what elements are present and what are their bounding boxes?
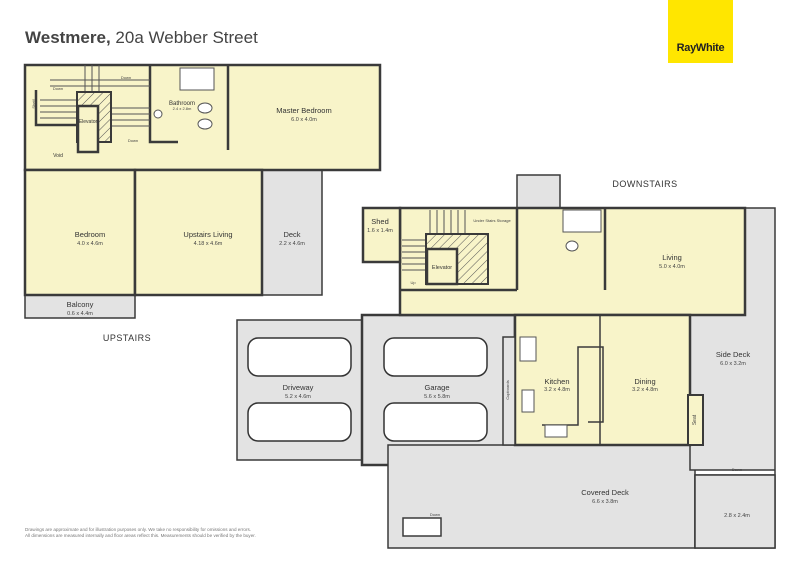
- elevator-label: Elevator: [79, 119, 98, 125]
- side-deck-size: 6.0 x 3.2m: [720, 361, 746, 367]
- disclaimer-line: Drawings are approximate and for illustr…: [25, 527, 252, 532]
- living-label: Living: [662, 253, 682, 262]
- upstairs-heading: UPSTAIRS: [103, 333, 151, 343]
- bathroom-label: Bathroom: [169, 101, 195, 107]
- void-label: Void: [53, 153, 63, 159]
- stairs-down-label: Down: [121, 75, 131, 80]
- cupboards: [502, 336, 516, 446]
- cars: [247, 337, 488, 442]
- under-stairs-label: Under Stairs Storage: [473, 218, 511, 223]
- shed-size: 1.6 x 1.4m: [367, 228, 393, 234]
- shed-label: Shed: [371, 217, 389, 226]
- upstairs-plan: Master Bedroom 6.0 x 4.0m Bathroom 2.4 x…: [23, 63, 382, 343]
- driveway-size: 5.2 x 4.6m: [285, 394, 311, 400]
- living-size: 5.0 x 4.0m: [659, 264, 685, 270]
- kitchen-label: Kitchen: [544, 377, 569, 386]
- garage-size: 5.6 x 5.8m: [424, 394, 450, 400]
- small-deck: [694, 474, 776, 549]
- seat: [687, 394, 704, 446]
- disclaimer-line: All dimensions are measured internally a…: [25, 533, 256, 538]
- covered-deck-label: Covered Deck: [581, 488, 629, 497]
- logo-text: RayWhite: [676, 42, 725, 54]
- sink-icon: [544, 424, 568, 438]
- stairs-up-label: Up: [410, 280, 416, 285]
- shower-icon: [562, 209, 602, 233]
- page-title: Westmere, 20a Webber Street: [25, 28, 258, 48]
- kitchen-island: [542, 346, 604, 426]
- title-suburb: Westmere,: [25, 28, 111, 47]
- shed: [361, 206, 402, 264]
- downstairs-plan: DOWNSTAIRS: [236, 174, 776, 549]
- side-deck-label: Side Deck: [716, 350, 750, 359]
- stairs-down-label: Down: [128, 138, 138, 143]
- deck-label: Deck: [283, 230, 300, 239]
- downstairs-heading: DOWNSTAIRS: [612, 179, 677, 189]
- cupboards-label: Cupboards: [505, 380, 510, 400]
- downstairs-stairs: [402, 210, 466, 271]
- seat-label: Seat: [692, 414, 698, 425]
- balcony-label: Balcony: [67, 300, 94, 309]
- upstairs-elevator: [76, 104, 100, 154]
- small-deck-size: 2.8 x 2.4m: [724, 513, 750, 519]
- upstairs-living-size: 4.18 x 4.6m: [194, 241, 223, 247]
- master-bedroom-label: Master Bedroom: [276, 106, 331, 115]
- stair-wall: [34, 90, 78, 127]
- raywhite-logo: RayWhite: [668, 0, 733, 63]
- front-steps: [402, 517, 442, 537]
- bathroom-size: 2.4 x 2.8m: [173, 106, 192, 111]
- downstairs-elevator: [425, 247, 459, 286]
- cooktop-icon: [521, 389, 535, 413]
- covered-deck-size: 6.6 x 3.8m: [592, 499, 618, 505]
- basin-icon: [153, 109, 163, 119]
- upstairs-living-label: Upstairs Living: [183, 230, 232, 239]
- bedroom-size: 4.0 x 4.6m: [77, 241, 103, 247]
- balcony-size: 0.6 x 4.4m: [67, 311, 93, 317]
- title-address: 20a Webber Street: [115, 28, 258, 47]
- stairs-down-label: Down: [732, 467, 742, 472]
- deck-size: 2.2 x 4.6m: [279, 241, 305, 247]
- garage-label: Garage: [424, 383, 449, 392]
- upstairs-living: [133, 168, 264, 297]
- master-bedroom-size: 6.0 x 4.0m: [291, 117, 317, 123]
- stairs-down-label: Down: [53, 86, 63, 91]
- fridge-icon: [519, 336, 537, 362]
- bathroom-wall: [148, 65, 178, 144]
- disclaimer: Drawings are approximate and for illustr…: [25, 527, 256, 539]
- toilet-icon: [197, 102, 213, 114]
- stairs-down-label: Down: [430, 512, 440, 517]
- toilet-icon: [565, 240, 579, 252]
- kitchen-size: 3.2 x 4.8m: [544, 387, 570, 393]
- shelf-label: Shelf: [31, 99, 36, 109]
- shower-icon: [179, 67, 215, 91]
- upstairs-stairs: [40, 65, 150, 127]
- toilet-icon: [197, 118, 213, 130]
- driveway-label: Driveway: [283, 383, 314, 392]
- dining-size: 3.2 x 4.8m: [632, 387, 658, 393]
- elevator-label: Elevator: [432, 265, 452, 271]
- bedroom-label: Bedroom: [75, 230, 105, 239]
- dining-label: Dining: [634, 377, 655, 386]
